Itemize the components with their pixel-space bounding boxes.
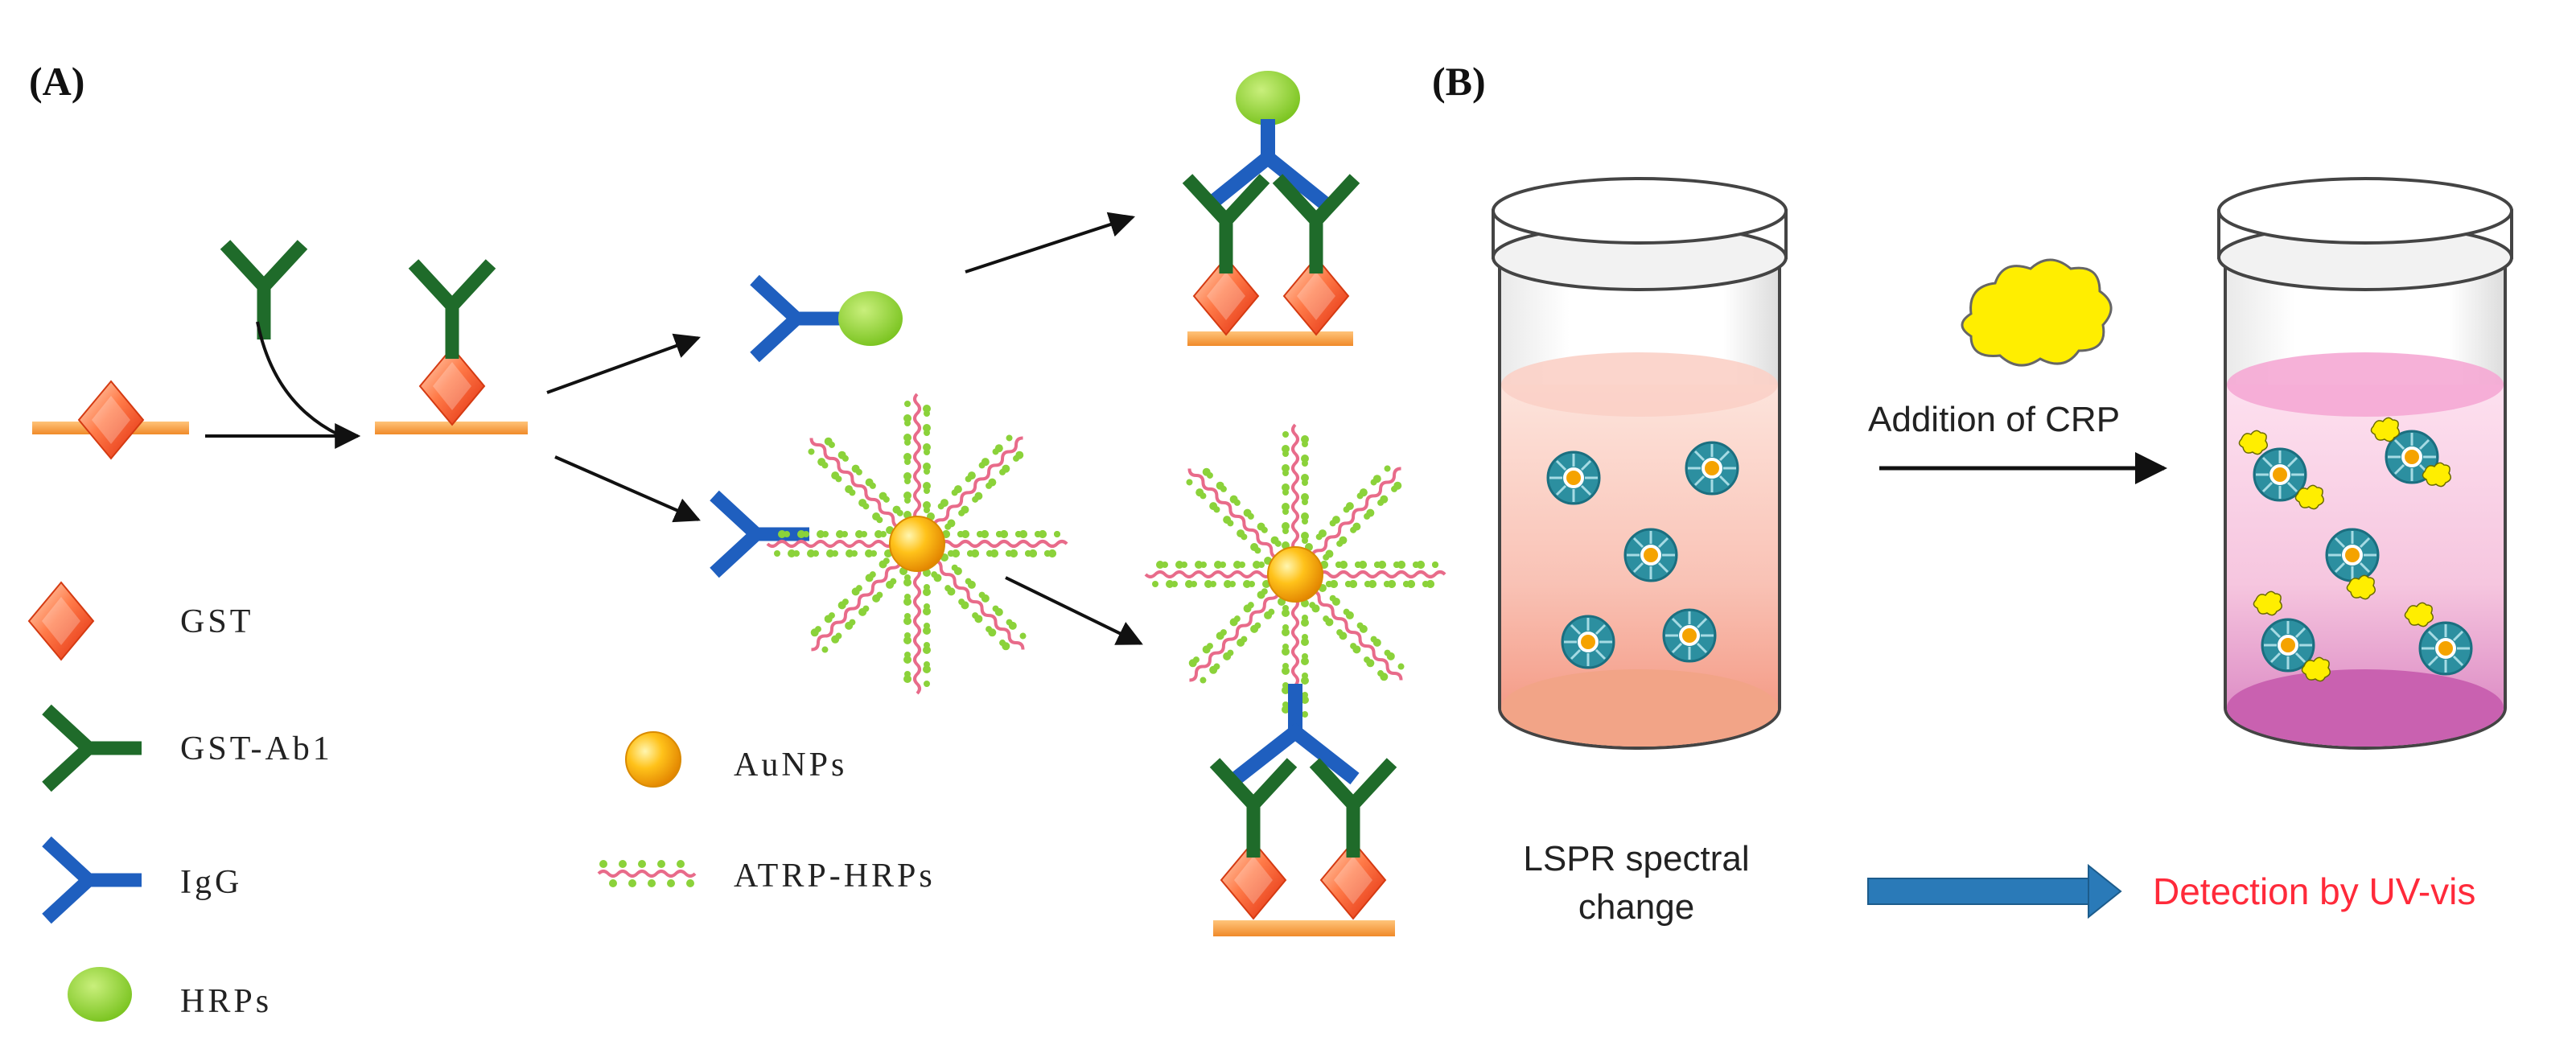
igg-aunp-conjugate (714, 394, 1067, 693)
nanoparticle (1685, 441, 1739, 496)
legend-hrps-label: HRPs (180, 983, 272, 1020)
vial-liquid-surface (1501, 352, 1778, 417)
legend-hrp-icon (68, 967, 132, 1022)
detection-arrow (1867, 863, 2122, 919)
gst-ab1-bound (414, 264, 491, 359)
detection-label: Detection by UV-vis (2153, 870, 2475, 912)
lspr-line2: change (1578, 887, 1694, 927)
gst-diamond (419, 347, 485, 426)
surface-bar (375, 422, 528, 434)
legend-aunp-icon (625, 731, 681, 788)
vial-before (1492, 177, 1788, 750)
lspr-line1: LSPR spectral (1523, 839, 1749, 878)
legend-gst-icon (28, 582, 94, 660)
surface-bar (1187, 331, 1353, 346)
gst-ab1-bound (1215, 763, 1292, 858)
legend-igg-label: IgG (180, 864, 242, 901)
legend-atrp-hrps-label: ATRP-HRPs (734, 858, 936, 895)
igg-antibody (755, 280, 850, 357)
vial-liquid-bottom (2227, 669, 2504, 747)
nanoparticle (1662, 608, 1717, 663)
result-aunp-sandwich (1146, 425, 1445, 936)
addition-of-crp-label: Addition of CRP (1868, 400, 2120, 439)
aunp-atrp-hrps (767, 394, 1067, 693)
arrow-to-hrp-result (965, 212, 1136, 274)
surface-bar (1213, 920, 1395, 936)
panel-b-label: (B) (1432, 59, 1486, 104)
nanoparticle (1546, 450, 1601, 505)
igg-arms (1205, 148, 1331, 211)
branch-arrow-up (546, 333, 702, 394)
gst-ab1-antibody (225, 245, 302, 339)
legend-igg-icon (47, 841, 142, 919)
vial-liquid-bottom (1501, 669, 1778, 747)
stage1-gst-surface (32, 381, 189, 459)
nanoparticle (1561, 615, 1615, 669)
crp-cloud (1961, 258, 2113, 367)
aunp-atrp-hrps (1146, 425, 1445, 724)
igg-arms (1231, 722, 1360, 785)
igg-antibody (714, 496, 809, 573)
vial-after (2217, 177, 2513, 750)
legend-gst-ab1-icon (47, 710, 142, 787)
nanoparticle (2325, 528, 2380, 582)
nanoparticle (2418, 621, 2473, 676)
legend-atrp-hrps-icon (597, 860, 697, 887)
stage2-gst-ab1 (375, 264, 528, 434)
branch-arrow-down (554, 455, 701, 523)
panel-a-label: (A) (29, 59, 84, 104)
result-hrp-sandwich (1187, 71, 1355, 346)
legend-gst-ab1-label: GST-Ab1 (180, 730, 333, 767)
hrp-blob (1236, 71, 1300, 125)
hrp-blob (838, 291, 903, 346)
legend-gst-label: GST (180, 603, 253, 640)
igg-hrp-conjugate (755, 280, 903, 357)
legend-aunps-label: AuNPs (734, 747, 847, 784)
legend: GST GST-Ab1 IgG HRPs AuNPs ATRP-HRPs (28, 582, 936, 1022)
vial-liquid-surface (2227, 352, 2504, 417)
vial-cap-top (1492, 177, 1788, 245)
gst-diamond (78, 381, 144, 459)
nanoparticle (1623, 528, 1678, 582)
binding-curve-arrow (256, 321, 339, 436)
vial-cap-top (2217, 177, 2513, 245)
arrow-to-aunp-result (1005, 576, 1143, 645)
